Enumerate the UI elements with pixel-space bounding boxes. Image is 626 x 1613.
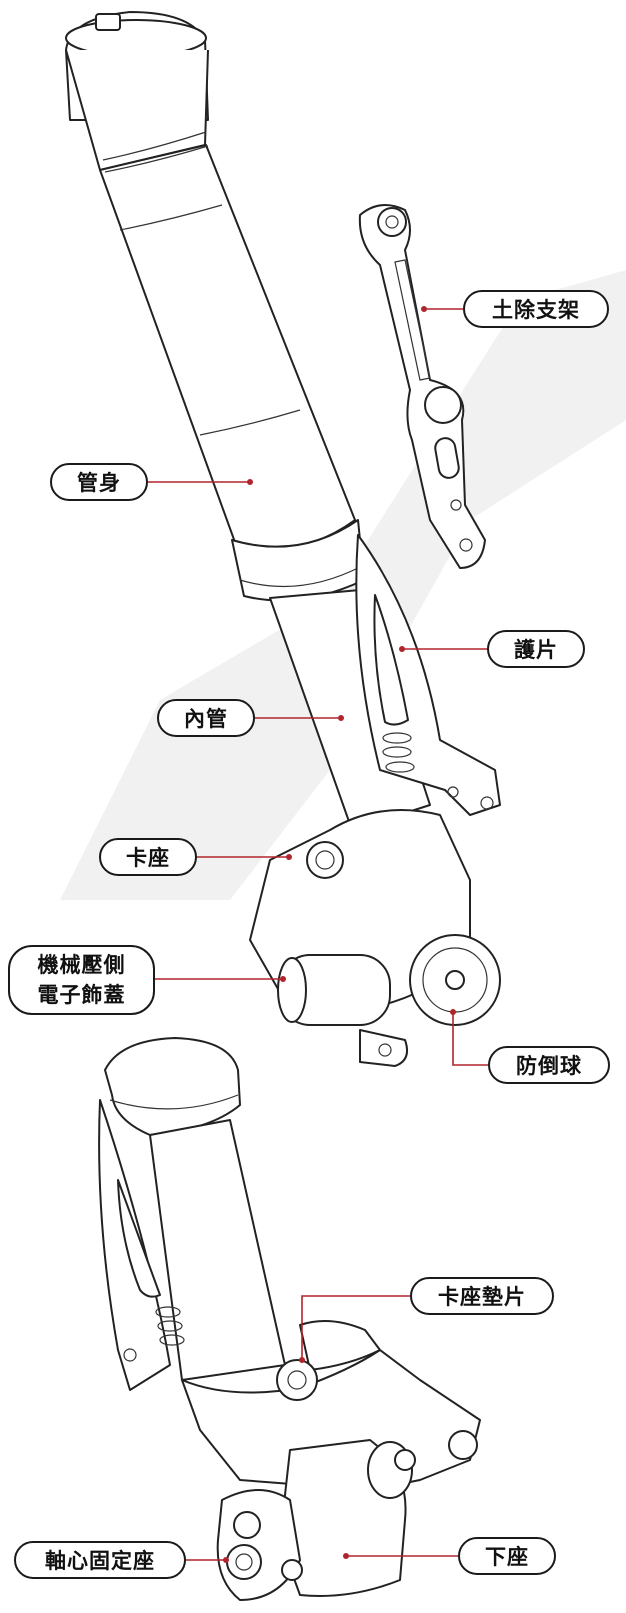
dust-bracket xyxy=(358,204,486,569)
label-lower-seat: 下座 xyxy=(458,1537,556,1575)
guard-plate xyxy=(355,534,501,816)
label-dust-bracket: 土除支架 xyxy=(463,290,609,328)
label-sensor-cover-line1: 機械壓側 xyxy=(37,953,126,977)
upper-fork xyxy=(65,11,501,1067)
label-guard: 護片 xyxy=(487,630,585,668)
label-axle-mount: 軸心固定座 xyxy=(14,1541,186,1579)
label-clamp-shim: 卡座墊片 xyxy=(410,1277,554,1315)
leader-lines xyxy=(148,306,488,1563)
lower-fork xyxy=(98,1037,481,1601)
label-inner-tube: 內管 xyxy=(157,699,255,737)
label-sensor-cover: 機械壓側 電子飾蓋 xyxy=(8,945,155,1015)
label-tube-body: 管身 xyxy=(50,463,148,501)
label-sensor-cover-line2: 電子飾蓋 xyxy=(37,983,126,1007)
label-clamp-seat: 卡座 xyxy=(99,838,197,876)
label-crash-ball: 防倒球 xyxy=(488,1046,610,1084)
